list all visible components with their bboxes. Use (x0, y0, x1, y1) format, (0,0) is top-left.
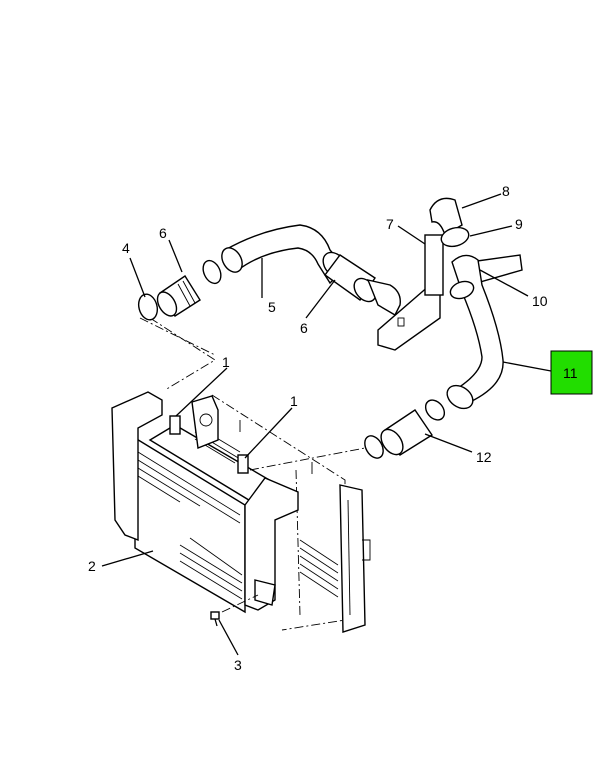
callout-6-right: 6 (300, 320, 308, 336)
callout-6-left: 6 (159, 225, 167, 241)
callout-7: 7 (386, 216, 394, 232)
callout-1-upper: 1 (222, 354, 230, 370)
alignment-lines (139, 317, 366, 613)
callout-2: 2 (88, 558, 96, 574)
left-duct-assembly (137, 224, 401, 321)
callout-9: 9 (515, 216, 523, 232)
callout-5: 5 (268, 299, 276, 315)
callout-8: 8 (502, 183, 510, 199)
charge-air-cooler (111, 317, 371, 633)
callout-4: 4 (122, 240, 130, 256)
callout-12: 12 (476, 449, 492, 465)
callout-11[interactable]: 11 (563, 365, 578, 381)
callout-10: 10 (532, 293, 548, 309)
callout-labels: 1 1 2 3 4 5 6 6 7 8 9 10 11 12 (88, 183, 578, 673)
leader-lines (101, 193, 552, 656)
callout-11-highlight (550, 350, 593, 395)
bolt-part-3 (210, 611, 220, 627)
callout-1-lower: 1 (290, 393, 298, 409)
callout-3: 3 (234, 657, 242, 673)
right-duct-assembly (364, 197, 523, 459)
